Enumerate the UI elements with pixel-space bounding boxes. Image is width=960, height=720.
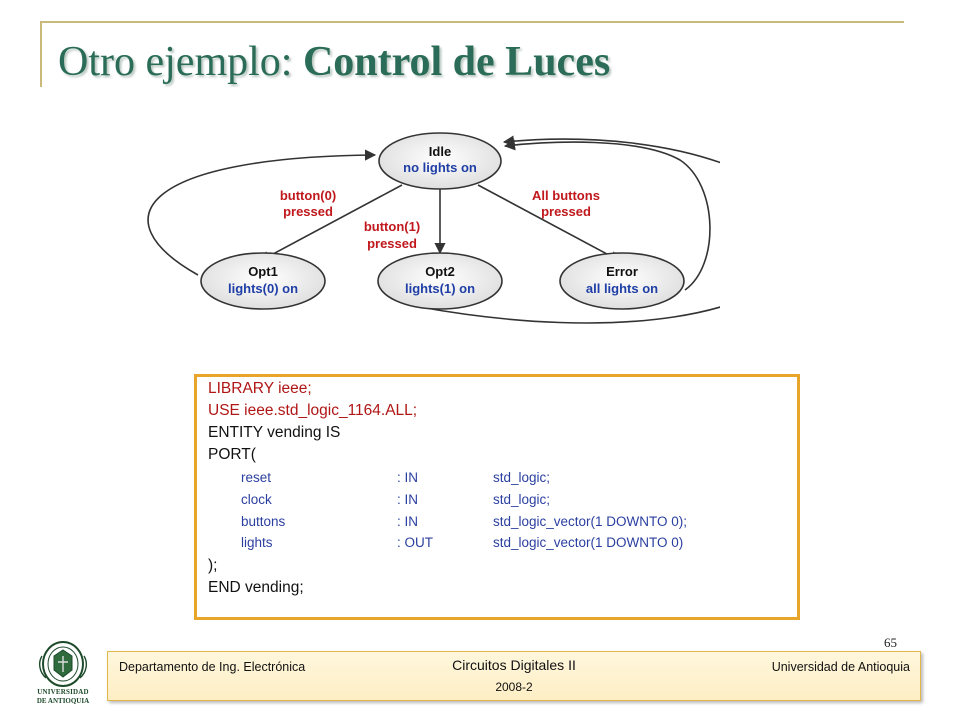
slide-title: Otro ejemplo: Control de Luces	[58, 38, 610, 86]
university-seal-icon	[38, 641, 88, 687]
port-clock-type: std_logic;	[493, 492, 551, 507]
port-lights-name: lights	[241, 535, 273, 550]
code-line-port-open: PORT(	[208, 446, 256, 463]
port-clock-name: clock	[241, 492, 272, 507]
footer-year: 2008-2	[495, 680, 533, 694]
title-regular: Otro ejemplo:	[58, 39, 303, 85]
state-opt2-shape	[377, 252, 503, 310]
label-button1-line2: pressed	[367, 236, 417, 251]
logo-text-line1: UNIVERSIDAD	[37, 688, 89, 696]
transition-opt1-idle	[147, 149, 377, 276]
port-lights-dir: : OUT	[397, 535, 433, 550]
code-line-library: LIBRARY ieee;	[208, 380, 312, 397]
code-line-end: END vending;	[208, 579, 304, 596]
state-idle-action: no lights on	[403, 160, 477, 175]
footer-bar: Departamento de Ing. Electrónica Circuit…	[107, 651, 921, 701]
state-opt2: Opt2 lights(1) on	[377, 252, 503, 310]
port-reset-type: std_logic;	[493, 470, 551, 485]
label-button0-line2: pressed	[283, 204, 333, 219]
label-all-buttons-pressed: All buttons pressed	[532, 188, 600, 219]
state-opt1-action: lights(0) on	[228, 281, 298, 296]
footer-department: Departamento de Ing. Electrónica	[119, 660, 306, 674]
port-buttons-type: std_logic_vector(1 DOWNTO 0);	[493, 514, 688, 529]
page-number: 65	[884, 635, 897, 650]
state-opt1-shape	[200, 252, 326, 310]
state-opt1: Opt1 lights(0) on	[200, 252, 326, 310]
port-reset-name: reset	[241, 470, 272, 485]
label-button0-pressed: button(0) pressed	[280, 188, 336, 219]
state-error-action: all lights on	[586, 281, 658, 296]
footer-course: Circuitos Digitales II	[452, 657, 576, 673]
logo-text-line2: DE ANTIOQUIA	[36, 697, 90, 705]
label-button1-pressed: button(1) pressed	[364, 219, 420, 251]
frame-top-line	[40, 21, 904, 23]
transition-opt2-idle	[419, 135, 720, 324]
code-line-entity: ENTITY vending IS	[208, 424, 341, 441]
state-error-name: Error	[606, 264, 638, 279]
transition-error-idle	[503, 139, 711, 291]
transition-idle-opt1	[259, 184, 403, 262]
frame-left-line	[40, 21, 42, 87]
port-lights-type: std_logic_vector(1 DOWNTO 0)	[493, 535, 684, 550]
label-all-buttons-line2: pressed	[541, 204, 591, 219]
state-error-shape	[559, 252, 685, 310]
port-reset-dir: : IN	[397, 470, 419, 485]
footer-university: Universidad de Antioquia	[771, 660, 910, 674]
label-button1-line1: button(1)	[364, 219, 420, 234]
transition-idle-error	[477, 184, 621, 262]
state-idle-shape	[378, 132, 502, 190]
state-opt2-name: Opt2	[425, 264, 455, 279]
port-buttons-name: buttons	[241, 514, 286, 529]
code-line-use: USE ieee.std_logic_1164.ALL;	[208, 402, 418, 419]
state-diagram: Idle no lights on Opt1 lights(0) on Opt2…	[147, 132, 720, 324]
port-buttons-dir: : IN	[397, 514, 419, 529]
port-clock-dir: : IN	[397, 492, 419, 507]
state-idle: Idle no lights on	[378, 132, 502, 190]
state-opt1-name: Opt1	[248, 264, 278, 279]
code-line-port-close: );	[208, 557, 218, 574]
vhdl-code-box: LIBRARY ieee; USE ieee.std_logic_1164.AL…	[194, 374, 800, 620]
state-idle-name: Idle	[429, 144, 451, 159]
state-opt2-action: lights(1) on	[405, 281, 475, 296]
label-all-buttons-line1: All buttons	[532, 188, 600, 203]
state-error: Error all lights on	[559, 252, 685, 310]
label-button0-line1: button(0)	[280, 188, 336, 203]
title-bold: Control de Luces	[302, 39, 611, 85]
